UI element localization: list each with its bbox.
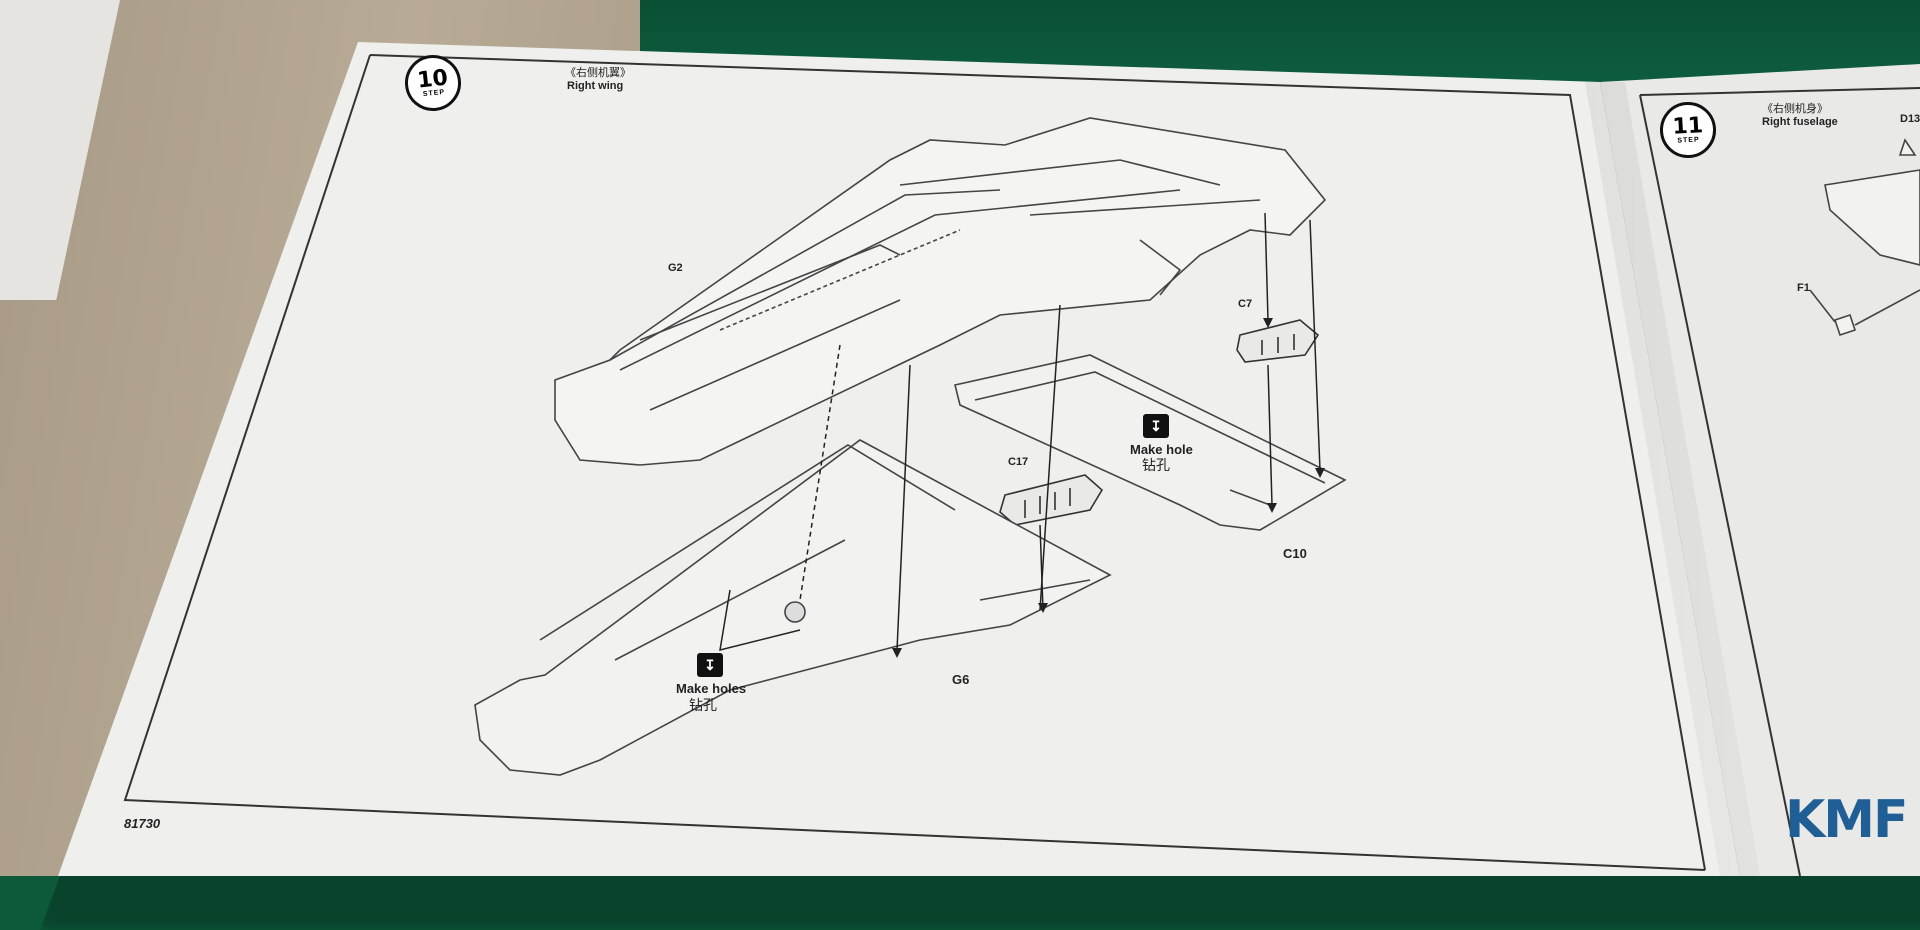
flap-part-c10	[954, 354, 1347, 531]
fuselage-fragment	[1809, 138, 1920, 337]
callout-g2: G2	[668, 262, 683, 274]
page-number: 81730	[124, 816, 161, 831]
make-hole-label: Make hole	[1130, 442, 1193, 457]
callout-c17: C17	[1008, 456, 1029, 468]
wing-assembly-drawing	[123, 54, 1920, 876]
part-c7	[1236, 319, 1320, 363]
callout-c10: C10	[1283, 546, 1307, 561]
callout-c7: C7	[1238, 298, 1253, 310]
make-holes-label-zh: 钻孔	[689, 698, 717, 714]
lower-wing-part-g6	[474, 439, 1112, 776]
make-holes-label: Make holes	[676, 681, 747, 696]
step-word: STEP	[422, 88, 446, 98]
callout-f1: F1	[1797, 282, 1810, 294]
step-10-title-zh: 《右侧机翼》	[565, 66, 631, 79]
part-c17	[999, 474, 1104, 526]
step-11-title-en: Right fuselage	[1762, 116, 1838, 128]
step-10-title-en: Right wing	[567, 80, 624, 92]
callout-d13: D13	[1900, 113, 1920, 125]
callout-g6: G6	[952, 672, 970, 687]
page-frame-left	[123, 54, 1706, 871]
upper-wing-part	[554, 117, 1327, 466]
step-word: STEP	[1677, 135, 1700, 145]
kmf-watermark-logo: KMF	[1785, 790, 1909, 850]
step-number: 11	[1671, 112, 1704, 140]
drill-icon: ↧	[697, 653, 723, 677]
page-frame-top	[369, 54, 1706, 871]
step-11-title-zh: 《右侧机身》	[1762, 102, 1828, 115]
drill-icon: ↧	[1143, 414, 1169, 438]
make-hole-label-zh: 钻孔	[1142, 458, 1170, 474]
